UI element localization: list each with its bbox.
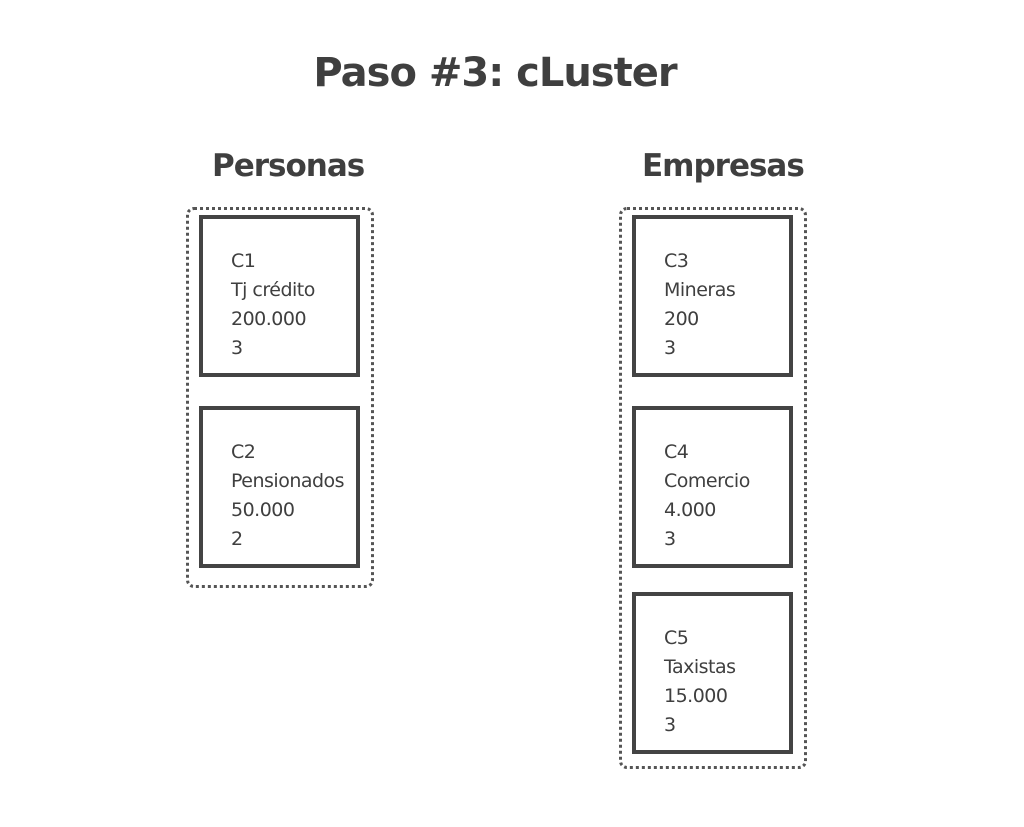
cluster-id: C3 (664, 250, 689, 272)
group-outline-empresas (619, 207, 807, 769)
cluster-amount: 4.000 (664, 499, 716, 521)
cluster-value: 3 (231, 337, 243, 359)
cluster-box-c2: C2 Pensionados 50.000 2 (199, 406, 360, 568)
cluster-id: C2 (231, 441, 256, 463)
group-outline-personas (186, 207, 374, 588)
cluster-value: 3 (664, 528, 676, 550)
cluster-box-c3: C3 Mineras 200 3 (632, 215, 793, 377)
cluster-id: C4 (664, 441, 689, 463)
cluster-amount: 50.000 (231, 499, 295, 521)
cluster-box-c1: C1 Tj crédito 200.000 3 (199, 215, 360, 377)
group-heading-personas: Personas (212, 148, 365, 184)
cluster-amount: 200.000 (231, 308, 307, 330)
cluster-value: 2 (231, 528, 243, 550)
page-title: Paso #3: cLuster (313, 50, 677, 96)
cluster-amount: 200 (664, 308, 699, 330)
cluster-value: 3 (664, 714, 676, 736)
cluster-box-c4: C4 Comercio 4.000 3 (632, 406, 793, 568)
cluster-name: Pensionados (231, 470, 345, 492)
cluster-name: Taxistas (664, 656, 736, 678)
group-heading-empresas: Empresas (642, 148, 805, 184)
cluster-name: Comercio (664, 470, 750, 492)
cluster-id: C1 (231, 250, 256, 272)
cluster-name: Tj crédito (231, 279, 315, 301)
cluster-id: C5 (664, 627, 689, 649)
cluster-amount: 15.000 (664, 685, 728, 707)
cluster-box-c5: C5 Taxistas 15.000 3 (632, 592, 793, 754)
cluster-name: Mineras (664, 279, 736, 301)
cluster-value: 3 (664, 337, 676, 359)
